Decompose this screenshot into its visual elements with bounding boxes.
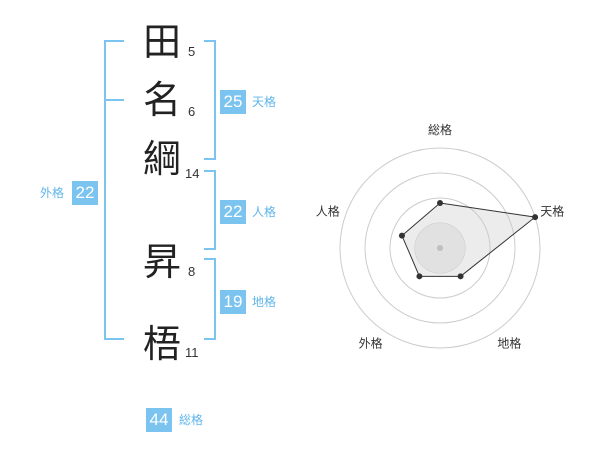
- radar-axis-label: 総格: [428, 122, 452, 137]
- radar-point-4: [416, 273, 423, 280]
- jinkaku-bracket-top: [204, 170, 216, 172]
- radar-axis-label: 外格: [359, 335, 383, 350]
- gaikaku-label: 外格: [40, 186, 65, 200]
- gaikaku-bracket-line: [104, 40, 106, 340]
- radar-point-1: [437, 200, 443, 206]
- radar-ring: [339, 147, 541, 349]
- jinkaku-bracket-line: [214, 170, 216, 250]
- chikaku-value: 19: [220, 290, 246, 314]
- radar-center-dot: [437, 245, 443, 251]
- soukaku-label: 総格: [179, 413, 204, 427]
- chikaku-bracket-top: [204, 258, 216, 260]
- radar-point-5: [398, 232, 405, 239]
- jinkaku-label: 人格: [252, 205, 277, 219]
- tenkaku-bracket-line: [214, 40, 216, 160]
- stroke-count-3: 14: [185, 166, 200, 181]
- stroke-count-2: 6: [188, 104, 196, 119]
- gaikaku-bracket-mid: [104, 99, 124, 101]
- stroke-count-1: 5: [188, 44, 196, 59]
- radar-point-2: [532, 214, 539, 221]
- radar-point-3: [457, 273, 464, 280]
- chikaku-bracket-line: [214, 258, 216, 340]
- tenkaku-label: 天格: [252, 95, 277, 109]
- name-char-5: 梧: [142, 322, 181, 366]
- tenkaku-value: 25: [220, 90, 246, 114]
- radar-series-polygon: [401, 202, 537, 277]
- gaikaku-bracket-top: [104, 40, 124, 42]
- name-char-2: 名: [142, 78, 181, 122]
- chikaku-label: 地格: [252, 295, 277, 309]
- radar-ring: [364, 172, 516, 324]
- radar-ring: [389, 197, 491, 299]
- tenkaku-bracket-top: [204, 40, 216, 42]
- tenkaku-bracket-bottom: [204, 158, 216, 160]
- radar-axis-label: 天格: [540, 204, 564, 219]
- radar-axis-label: 人格: [316, 204, 340, 219]
- name-char-1: 田: [142, 20, 181, 64]
- gaikaku-value: 22: [72, 181, 98, 205]
- name-char-4: 昇: [142, 240, 181, 284]
- radar-axis-label: 地格: [497, 335, 521, 350]
- chikaku-bracket-bottom: [204, 338, 216, 340]
- gaikaku-bracket-bottom: [104, 338, 124, 340]
- name-char-3: 綱: [142, 137, 181, 181]
- jinkaku-value: 22: [220, 200, 246, 224]
- stroke-count-4: 8: [188, 264, 196, 279]
- soukaku-value: 44: [146, 408, 172, 432]
- stroke-count-5: 11: [185, 345, 199, 360]
- jinkaku-bracket-bottom: [204, 248, 216, 250]
